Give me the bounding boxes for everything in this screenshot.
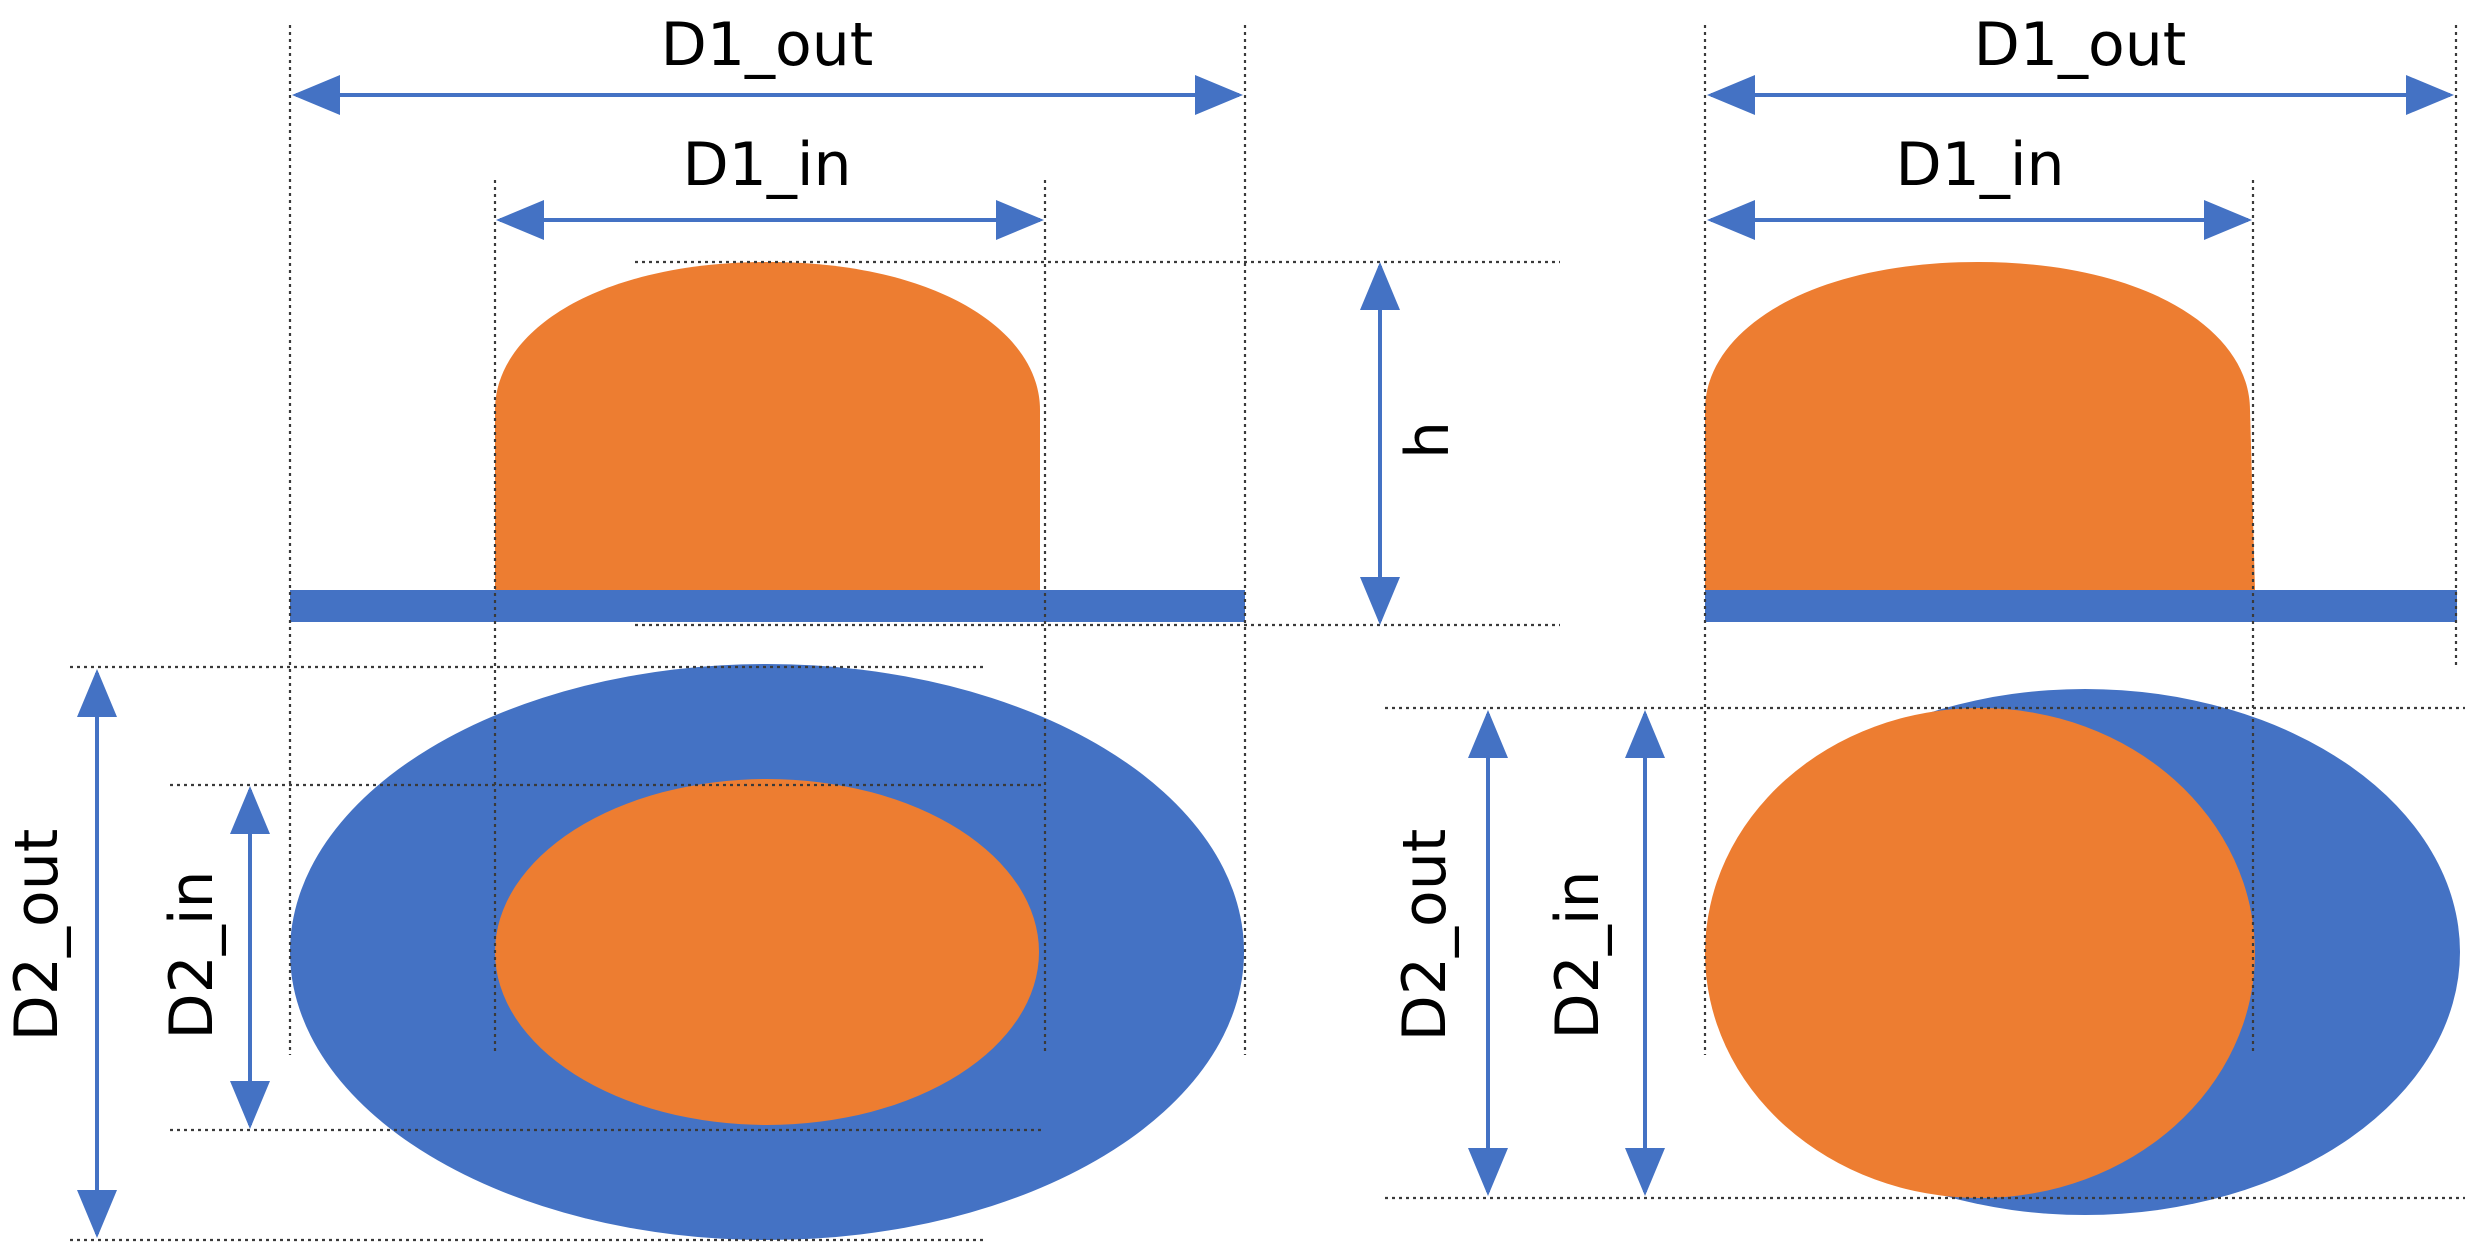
right-dimension-arrows [1468,75,2454,1196]
left-inner-ellipse [495,779,1039,1125]
left-h-label: h [1393,421,1463,459]
left-labels: D1_out D1_in h D2_out D2_in [2,10,1463,1041]
right-substrate [1705,590,2457,622]
left-d1-out-label: D1_out [661,10,874,80]
right-droplet-cap [1705,262,2255,590]
left-top-view [290,664,1244,1240]
right-side-view [1705,262,2457,622]
right-figure: D1_out D1_in D2_out D2_in [1385,10,2465,1215]
left-guide-lines [70,25,1560,1242]
right-guide-lines [1385,25,2465,1200]
right-d1-in-label: D1_in [1895,130,2064,200]
right-d2-in-label: D2_in [1543,870,1613,1039]
right-labels: D1_out D1_in D2_out D2_in [1390,10,2186,1041]
left-d2-out-label: D2_out [2,829,72,1042]
right-d1-out-label: D1_out [1974,10,2187,80]
right-d2-out-label: D2_out [1390,829,1460,1042]
left-d1-in-label: D1_in [682,130,851,200]
right-top-view [1705,689,2460,1215]
left-dimension-arrows [77,75,1400,1238]
left-droplet-cap [495,262,1040,590]
right-inner-ellipse [1705,708,2255,1198]
left-side-view [290,262,1245,622]
left-substrate [290,590,1245,622]
left-figure: D1_out D1_in h D2_out D2_in [2,10,1560,1242]
left-d2-in-label: D2_in [157,870,227,1039]
